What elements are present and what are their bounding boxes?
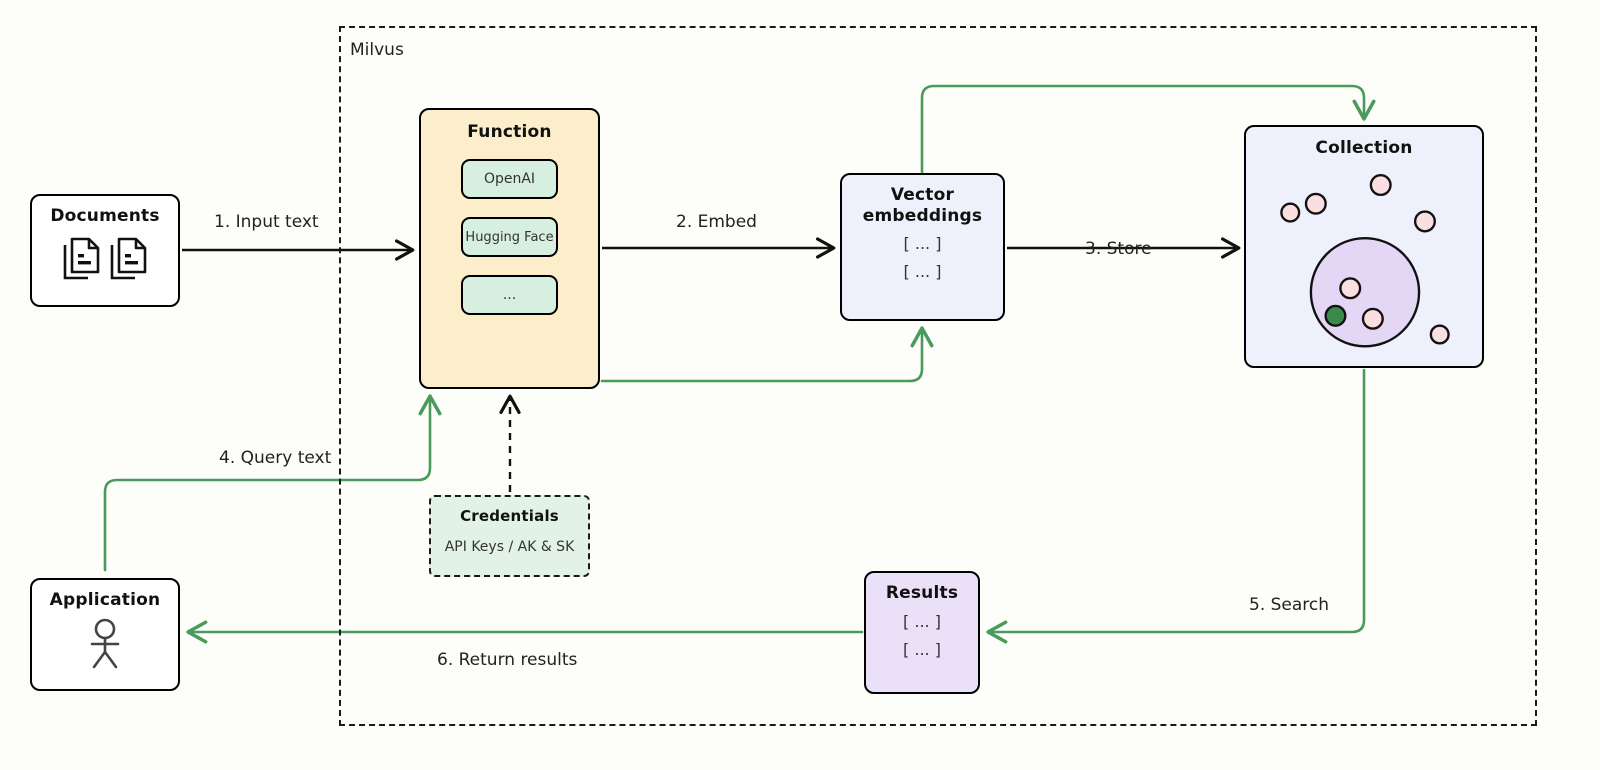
provider-hugging-face[interactable]: Hugging Face <box>461 217 558 257</box>
milvus-boundary <box>339 26 1537 726</box>
vector-embeddings-title-line2: embeddings <box>862 205 983 226</box>
node-function[interactable]: Function OpenAI Hugging Face ... <box>419 108 600 389</box>
provider-openai[interactable]: OpenAI <box>461 159 558 199</box>
function-provider-list: OpenAI Hugging Face ... <box>421 159 598 315</box>
cluster-circle <box>1309 236 1421 348</box>
vector-dot <box>1369 174 1392 197</box>
milvus-boundary-label: Milvus <box>350 40 404 60</box>
vector-dot <box>1429 324 1450 345</box>
vector-dot <box>1280 202 1301 223</box>
edge-label-store: 3. Store <box>1085 239 1152 259</box>
vector-dot <box>1304 192 1327 215</box>
credentials-detail: API Keys / AK & SK <box>444 539 575 555</box>
vector-embeddings-row-1: [ ... ] <box>903 234 942 254</box>
vector-dot <box>1361 307 1384 330</box>
person-icon <box>85 618 125 674</box>
edge-label-embed: 2. Embed <box>676 212 757 232</box>
edge-label-query-text: 4. Query text <box>219 448 332 468</box>
vector-dot <box>1413 210 1436 233</box>
vector-dot-highlight <box>1324 304 1347 327</box>
edge-label-return-results: 6. Return results <box>437 650 578 670</box>
application-title: Application <box>49 590 161 610</box>
function-title: Function <box>467 122 552 142</box>
vector-dot <box>1339 277 1362 300</box>
vector-embeddings-title-line1: Vector <box>890 185 955 205</box>
vector-embeddings-title: Vector embeddings <box>863 185 983 226</box>
node-vector-embeddings[interactable]: Vector embeddings [ ... ] [ ... ] <box>840 173 1005 321</box>
collection-title: Collection <box>1315 138 1413 158</box>
edge-label-input-text: 1. Input text <box>214 212 319 232</box>
vector-embeddings-row-2: [ ... ] <box>903 262 942 282</box>
results-row-1: [ ... ] <box>903 612 941 631</box>
results-title: Results <box>885 583 959 603</box>
credentials-title: Credentials <box>460 507 559 525</box>
node-documents[interactable]: Documents <box>30 194 180 307</box>
node-collection[interactable]: Collection <box>1244 125 1484 368</box>
node-results[interactable]: Results [ ... ] [ ... ] <box>864 571 980 694</box>
node-application[interactable]: Application <box>30 578 180 691</box>
node-credentials[interactable]: Credentials API Keys / AK & SK <box>429 495 590 577</box>
documents-icon <box>62 235 149 281</box>
results-row-2: [ ... ] <box>903 640 941 659</box>
edge-label-search: 5. Search <box>1249 595 1330 615</box>
documents-title: Documents <box>50 206 160 226</box>
collection-scatter <box>1280 174 1450 348</box>
provider-more[interactable]: ... <box>461 275 558 315</box>
